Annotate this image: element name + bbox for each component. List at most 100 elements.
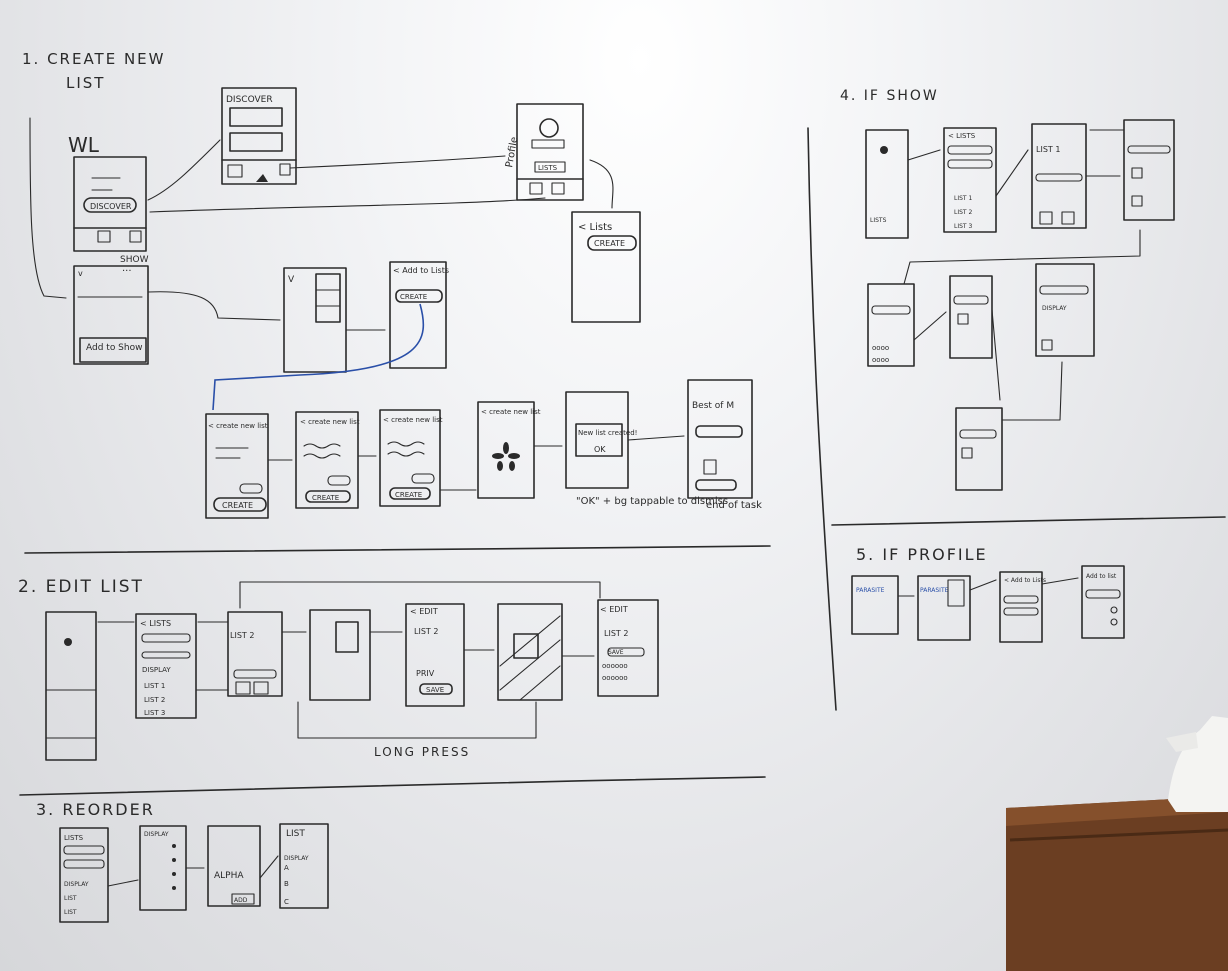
wl-label: WL bbox=[68, 133, 100, 157]
arrow-show-to-sheet bbox=[147, 291, 281, 321]
show-add-screen bbox=[1123, 119, 1175, 221]
create-button-label-1: CREATE bbox=[222, 501, 253, 510]
item-a: A bbox=[284, 864, 289, 872]
show-more-glyph: ··· bbox=[122, 266, 132, 277]
arrow-discover-to-profile bbox=[289, 155, 506, 169]
add-show-button-label: Add to Show bbox=[86, 343, 142, 353]
create-new-list-screen-3: < create new list CREATE bbox=[379, 409, 443, 507]
add-to-lists-create-label: CREATE bbox=[400, 293, 427, 301]
show-list1: LIST 1 bbox=[954, 195, 972, 202]
arrows-create-flow bbox=[267, 435, 685, 491]
reorder-display-title: DISPLAY bbox=[144, 831, 169, 838]
list3-label: LIST 3 bbox=[144, 709, 165, 717]
best-of-screen: Best of M bbox=[687, 379, 753, 499]
arrow-wl-to-discover bbox=[147, 139, 221, 201]
profile-label: Profile bbox=[504, 136, 520, 169]
profile-add-to-list-title: Add to list bbox=[1086, 573, 1117, 580]
lists-screen-title: < Lists bbox=[578, 222, 612, 233]
ok-label: OK bbox=[594, 445, 606, 454]
reorder-lists-title: LISTS bbox=[64, 834, 84, 842]
show-lists-title: < LISTS bbox=[948, 132, 976, 140]
item-c: C bbox=[284, 898, 289, 906]
lists-create-label: CREATE bbox=[594, 239, 625, 248]
arrow-wl-to-show bbox=[29, 117, 67, 299]
section-1-title-line2: LIST bbox=[66, 74, 105, 92]
white-figurine bbox=[1166, 716, 1228, 812]
long-press-label: LONG PRESS bbox=[374, 745, 470, 759]
reorder-alpha-screen: ALPHA ADD bbox=[207, 825, 261, 907]
list2-title: LIST 2 bbox=[230, 631, 254, 640]
discover-button-label: DISCOVER bbox=[90, 202, 132, 211]
new-list-created-text: New list created! bbox=[578, 429, 637, 437]
arrows-reorder bbox=[107, 855, 279, 887]
create-new-list-screen-1: < create new list CREATE bbox=[205, 413, 269, 519]
reorder-add-label: ADD bbox=[234, 897, 248, 904]
reorder-lists-screen: LISTS DISPLAY LIST LIST bbox=[59, 827, 109, 923]
keyboard-row-1: oooo bbox=[872, 344, 889, 352]
profile-screen: LISTS bbox=[516, 103, 584, 201]
profile-add-to-lists-screen: < Add to Lists bbox=[999, 571, 1046, 643]
create-new-list-title-4: < create new list bbox=[481, 408, 541, 416]
section-2-title: 2. EDIT LIST bbox=[18, 577, 144, 597]
edit-lists-screen: < LISTS DISPLAY LIST 1 LIST 2 LIST 3 bbox=[135, 613, 197, 719]
list2-label: LIST 2 bbox=[144, 696, 165, 704]
discover-screen: DISCOVER bbox=[221, 87, 297, 185]
parasite-label-1: PARASITE bbox=[856, 587, 885, 594]
best-of-title: Best of M bbox=[692, 401, 734, 411]
create-button-label-2: CREATE bbox=[312, 494, 339, 502]
divider-2-3 bbox=[19, 776, 766, 796]
show-back-glyph: v bbox=[78, 269, 83, 278]
create-new-list-title-3: < create new list bbox=[383, 416, 443, 424]
profile-add-to-lists-title: < Add to Lists bbox=[1004, 577, 1046, 584]
divider-1-2 bbox=[24, 545, 771, 554]
edit-display-screen: < EDIT LIST 2 SAVE oooooo oooooo bbox=[597, 599, 659, 697]
item-b: B bbox=[284, 880, 289, 888]
section-5-title: 5. IF PROFILE bbox=[856, 545, 988, 564]
show-label: SHOW bbox=[120, 255, 149, 265]
reorder-result-display: DISPLAY bbox=[284, 855, 309, 862]
arrow-long-press bbox=[297, 701, 537, 739]
profile-add-to-list-screen: Add to list bbox=[1081, 565, 1125, 639]
wl-screen: DISCOVER bbox=[73, 156, 147, 252]
show-display-screen: DISPLAY bbox=[1035, 263, 1095, 357]
section-4-title: 4. IF SHOW bbox=[840, 88, 939, 104]
reorder-result-screen: LIST DISPLAY A B C bbox=[279, 823, 329, 909]
display-label: DISPLAY bbox=[142, 666, 171, 674]
reorder-list-a: LIST bbox=[64, 895, 77, 902]
save-label-2: SAVE bbox=[608, 649, 624, 656]
grid-row-1: oooooo bbox=[602, 662, 628, 670]
cabinet bbox=[1006, 796, 1228, 971]
show-list3: LIST 3 bbox=[954, 223, 972, 230]
parasite-label-2: PARASITE bbox=[920, 587, 949, 594]
show-detail-lists: LISTS bbox=[870, 217, 887, 224]
list1-label: LIST 1 bbox=[144, 682, 165, 690]
show-list2: LIST 2 bbox=[954, 209, 972, 216]
reorder-list-title: LIST bbox=[286, 829, 305, 839]
show-priv-screen bbox=[955, 407, 1003, 491]
create-new-list-loading-screen: < create new list bbox=[477, 401, 541, 499]
profile-lists-button-label: LISTS bbox=[538, 164, 558, 172]
profile-parasite-menu-screen: PARASITE bbox=[917, 575, 971, 641]
add-to-lists-title: < Add to Lists bbox=[393, 266, 449, 275]
arrows-profile-flow bbox=[897, 577, 1079, 597]
show-display-label: DISPLAY bbox=[1042, 305, 1067, 312]
end-of-task-note: end of task bbox=[706, 500, 762, 511]
grid-row-2: oooooo bbox=[602, 674, 628, 682]
add-to-lists-screen: < Add to Lists CREATE bbox=[389, 261, 449, 369]
reorder-display: DISPLAY bbox=[64, 881, 89, 888]
arrow-profile-to-lists bbox=[589, 159, 614, 209]
section-3-title: 3. REORDER bbox=[36, 800, 155, 819]
edit-display-title: < EDIT bbox=[600, 605, 628, 614]
show-list1-screen: LIST 1 bbox=[1031, 123, 1087, 229]
edit-list2-screen: LIST 2 bbox=[227, 611, 283, 697]
new-list-created-screen: New list created! OK bbox=[565, 391, 637, 489]
divider-4-5 bbox=[831, 516, 1226, 526]
edit-profile-screen bbox=[45, 611, 97, 761]
edit-display-list2: LIST 2 bbox=[604, 629, 628, 638]
edit-menu-screen bbox=[309, 609, 371, 701]
keyboard-row-2: oooo bbox=[872, 356, 889, 364]
section-1-title: 1. CREATE NEW bbox=[22, 50, 166, 68]
profile-parasite-screen: PARASITE bbox=[851, 575, 899, 635]
save-label-1: SAVE bbox=[426, 686, 444, 694]
